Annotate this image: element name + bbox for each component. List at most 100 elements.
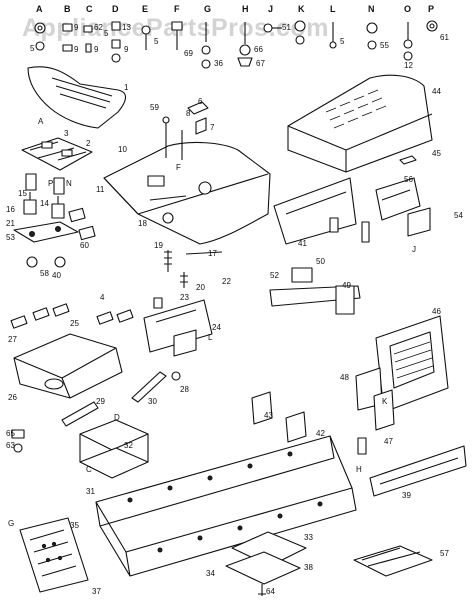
part-bolts-19 bbox=[164, 250, 223, 288]
hw-num: 36 bbox=[214, 59, 223, 68]
part-decals-57 bbox=[68, 207, 96, 241]
hardware-N bbox=[366, 22, 378, 50]
hw-num: 13 bbox=[122, 23, 131, 32]
callout: 17 bbox=[208, 249, 217, 258]
part-seat bbox=[27, 66, 127, 129]
callout: 65 bbox=[6, 429, 15, 438]
ref-letter: K bbox=[382, 397, 388, 406]
part-frame-rails bbox=[95, 435, 357, 577]
hardware-K bbox=[294, 20, 306, 45]
callout: 32 bbox=[124, 441, 133, 450]
callout: 39 bbox=[402, 491, 411, 500]
hw-num: 9 bbox=[74, 45, 79, 54]
callout: 19 bbox=[154, 241, 163, 250]
callout: 15 bbox=[18, 189, 27, 198]
letter-F: F bbox=[174, 4, 180, 14]
hardware-B bbox=[62, 23, 73, 52]
callout: 20 bbox=[196, 283, 205, 292]
hw-num: 51 bbox=[282, 23, 291, 32]
callout: 10 bbox=[118, 145, 127, 154]
callout: 49 bbox=[342, 281, 351, 290]
callout: 23 bbox=[180, 293, 189, 302]
hardware-C bbox=[83, 25, 93, 53]
hardware-J bbox=[263, 23, 282, 33]
hw-num: 12 bbox=[404, 61, 413, 70]
part-hitch-plate-54 bbox=[353, 545, 433, 577]
callout: 25 bbox=[70, 319, 79, 328]
ref-letter: J bbox=[412, 245, 416, 254]
letter-A: A bbox=[36, 4, 43, 14]
ref-letter: L bbox=[208, 333, 213, 342]
hw-num: 5 bbox=[154, 37, 159, 46]
letter-D: D bbox=[112, 4, 119, 14]
part-brackets-48-49 bbox=[269, 267, 361, 315]
part-front-plate-34 bbox=[19, 517, 89, 593]
callout: 63 bbox=[6, 441, 15, 450]
part-running-board-37 bbox=[369, 445, 467, 497]
hardware-row bbox=[34, 20, 438, 69]
callout: 45 bbox=[432, 149, 441, 158]
part-steering-support-22 bbox=[143, 297, 213, 357]
callout: 37 bbox=[92, 587, 101, 596]
part-side-panel-39 bbox=[273, 177, 357, 245]
callout: 16 bbox=[6, 205, 15, 214]
callout: 7 bbox=[210, 123, 215, 132]
letter-P: P bbox=[428, 4, 434, 14]
callout: 41 bbox=[298, 239, 307, 248]
letter-L: L bbox=[330, 4, 336, 14]
letter-E: E bbox=[142, 4, 148, 14]
callout: 59 bbox=[150, 103, 159, 112]
hw-num: 9 bbox=[74, 23, 79, 32]
callout: 52 bbox=[270, 271, 279, 280]
letter-J: J bbox=[268, 4, 273, 14]
hw-num: 5 bbox=[30, 44, 35, 53]
frame-holes bbox=[127, 451, 323, 553]
letter-H: H bbox=[242, 4, 249, 14]
callout: 8 bbox=[186, 109, 191, 118]
part-mounts-58-59 bbox=[11, 429, 25, 453]
ref-letter: F bbox=[176, 163, 181, 172]
hood-vents bbox=[325, 89, 387, 129]
hardware-O bbox=[403, 22, 413, 61]
part-rear-panel-44 bbox=[375, 315, 449, 413]
callout: 38 bbox=[304, 563, 313, 572]
hw-num: 67 bbox=[256, 59, 265, 68]
part-fuel-tank bbox=[13, 333, 123, 399]
reference-letter-labels: A N P F D C G H J K L bbox=[8, 117, 416, 528]
ref-letter: A bbox=[38, 117, 44, 126]
callout: 22 bbox=[222, 277, 231, 286]
part-fuel-line bbox=[61, 371, 181, 427]
callout: 24 bbox=[212, 323, 221, 332]
part-front-axle-support bbox=[79, 419, 149, 479]
callout: 26 bbox=[8, 393, 17, 402]
callout: 27 bbox=[8, 335, 17, 344]
hardware-E bbox=[141, 25, 151, 50]
callout: 43 bbox=[264, 411, 273, 420]
hardware-F bbox=[171, 21, 183, 50]
callout: 30 bbox=[148, 397, 157, 406]
callout: 57 bbox=[440, 549, 449, 558]
callout: 47 bbox=[384, 437, 393, 446]
hw-num: 9 bbox=[124, 45, 129, 54]
callout: 64 bbox=[266, 587, 275, 596]
part-seat-slide bbox=[13, 221, 79, 268]
ref-letter: G bbox=[8, 519, 14, 528]
hw-num: 5 bbox=[340, 37, 345, 46]
ref-letter: C bbox=[86, 465, 92, 474]
part-steering-brackets bbox=[162, 101, 209, 160]
callout: 42 bbox=[316, 429, 325, 438]
hardware-P bbox=[426, 20, 438, 32]
hw-num: 55 bbox=[380, 41, 389, 50]
ref-letter: P bbox=[48, 179, 53, 188]
callout: 21 bbox=[6, 219, 15, 228]
callout: 6 bbox=[198, 97, 203, 106]
hardware-A bbox=[34, 22, 46, 51]
ref-letter: D bbox=[114, 413, 120, 422]
callout: 35 bbox=[70, 521, 79, 530]
hardware-D bbox=[111, 21, 121, 63]
callout: 2 bbox=[86, 139, 91, 148]
part-brackets-40-41 bbox=[251, 391, 307, 443]
callout: 31 bbox=[86, 487, 95, 496]
letter-B: B bbox=[64, 4, 71, 14]
hw-num: 69 bbox=[184, 49, 193, 58]
